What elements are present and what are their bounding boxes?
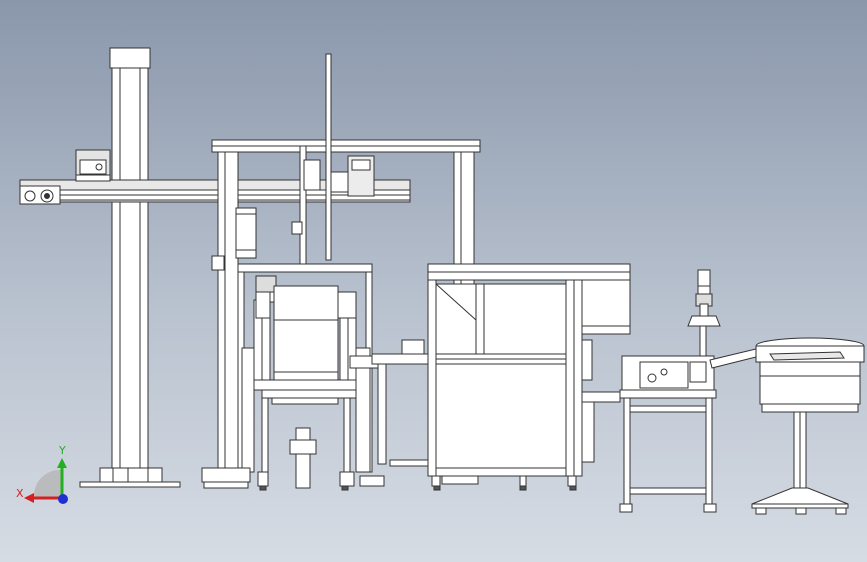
y-axis-label: Y <box>58 444 66 457</box>
press-motor <box>255 275 277 293</box>
press-table <box>249 379 371 391</box>
feeder-chute <box>709 347 761 369</box>
inspection-table <box>619 389 717 399</box>
inspection-lamp-shade <box>687 315 721 327</box>
z-axis-dot-icon <box>58 494 68 504</box>
gantry-motor-end <box>24 190 36 202</box>
transfer-conveyor <box>371 339 431 467</box>
feeder-base <box>751 487 849 505</box>
inspection-station <box>619 269 721 513</box>
enclosed-cell <box>427 263 631 487</box>
press-station <box>201 263 385 489</box>
gantry-column <box>109 47 151 69</box>
axis-triad: X Y <box>16 444 68 504</box>
x-axis-label: X <box>16 487 24 500</box>
z-axis-slider <box>325 53 332 261</box>
leveling-feet <box>259 485 577 491</box>
cell-lower-panel <box>435 363 567 469</box>
y-axis-arrow-icon <box>57 458 67 468</box>
x-axis-arrow-icon <box>24 493 34 503</box>
press-lower-shaft <box>295 427 311 489</box>
gantry-base-plate <box>79 481 181 488</box>
bowl-feeder <box>709 337 865 515</box>
